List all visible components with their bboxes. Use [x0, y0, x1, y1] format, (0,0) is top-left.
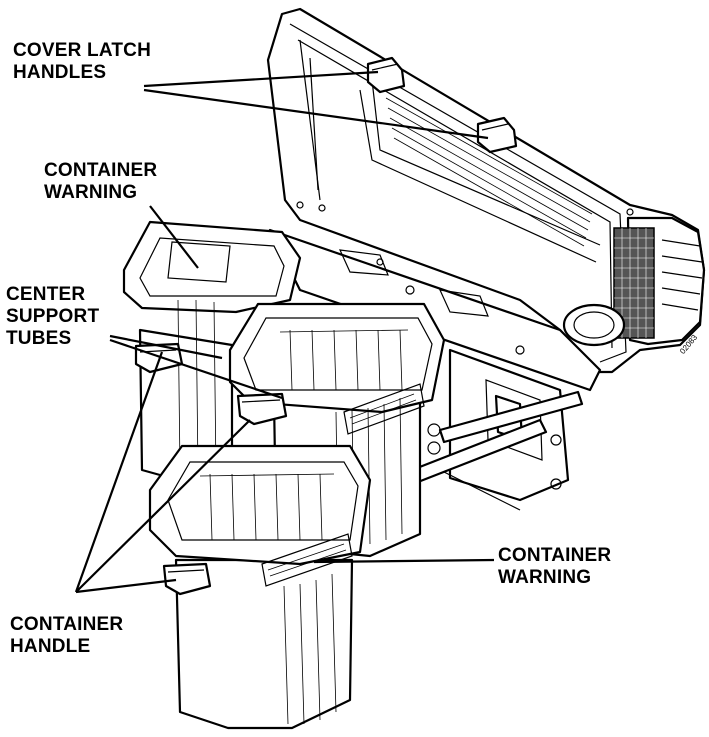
- container-front: [148, 444, 372, 730]
- label-cover-latch-handles: COVER LATCH HANDLES: [13, 40, 152, 83]
- label-container-warning-top: CONTAINER WARNING: [44, 160, 158, 203]
- cover-latch-handle-1: [366, 56, 406, 94]
- cover-latch-handle-2: [476, 116, 518, 154]
- label-center-support-tubes: CENTER SUPPORT TUBES: [6, 284, 100, 349]
- cover: [266, 7, 706, 374]
- label-container-warning-right: CONTAINER WARNING: [498, 545, 612, 588]
- label-container-handle: CONTAINER HANDLE: [10, 614, 124, 657]
- container-back-left: [122, 220, 302, 482]
- mount-rail: [268, 228, 602, 511]
- leader-lines: [74, 70, 495, 594]
